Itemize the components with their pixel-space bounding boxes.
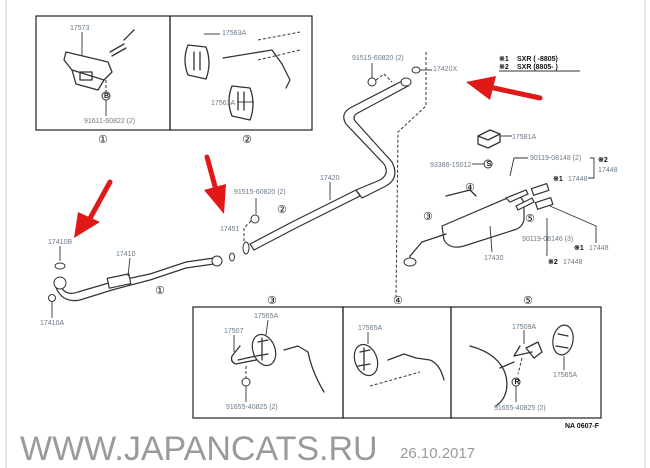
model-legend: ※1 SXR ( -8805) ※2 SXR (8805- ) [499,55,580,72]
watermark: WWW.JAPANCATS.RU [20,430,378,468]
part-label-17420: 17420 [320,175,340,182]
callout-3-box: ③ [267,294,277,307]
part-label-bolt: 91611-60822 (2) [84,118,135,125]
part-label-17581a: 17581A [512,134,536,141]
tail-s1-mark-top: ※1 [553,175,563,183]
front-pipe-assembly: 17410B 17410A 17410 17451 91515-60820 (2… [40,189,286,327]
red-arrow-gasket-rear [466,76,543,101]
legend-mark-1: ※1 [499,55,509,63]
callout-5-box: ⑤ [523,294,533,307]
part-label-17410a: 17410A [40,320,64,327]
part-label-17565a-box3: 17565A [254,313,278,320]
detail-box-5: R 17509A 17565A 91655-40825 (2) [450,306,602,419]
part-label-bolt-rear: 91515-60820 (2) [352,55,404,62]
callout-2: ② [277,203,287,216]
part-label-17509a: 17509A [512,324,536,331]
part-label-90119-08148: 90119-08148 (2) [530,155,581,162]
bolt-r-mark: R [515,379,520,386]
detail-box-3: 17507 17565A 91655-40825 (2) [192,306,344,419]
part-label-17410: 17410 [116,251,136,258]
detail-box-1: B 17573 91611-60822 (2) [35,15,171,131]
part-label-17565a-box5: 17565A [553,372,577,379]
part-label-17565a-box4: 17565A [358,325,382,332]
detail-box-2: 17563A 17563A [169,15,313,131]
part-label-91655-box5: 91655-40825 (2) [494,405,546,412]
part-label-90119-08146: 90119-08146 (3) [522,236,573,243]
callout-1-box: ① [98,133,108,146]
bolt-s-mark: S [487,161,492,168]
part-label-93386: 93386-15012 [430,162,471,169]
legend-text-2: SXR (8805- ) [517,64,558,71]
legend-mark-2: ※2 [499,63,509,71]
tail-s2-mark-bot: ※2 [548,258,558,266]
part-label-17507: 17507 [224,328,244,335]
part-label-17563a-bottom: 17563A [211,100,235,107]
part-label-17448-s2-top: 17448 [598,167,618,174]
callout-4: ④ [465,181,475,194]
callout-4-box: ④ [393,294,403,307]
tail-s2-mark-top: ※2 [598,156,608,164]
part-label-17410b: 17410B [48,239,72,246]
part-label-17448-s1-top: 17448 [568,176,588,183]
diagram-code: NA 0607-F [565,423,600,430]
detail-box-4: 17565A [342,306,452,419]
legend-text-1: SXR ( -8805) [517,56,558,63]
callout-1: ① [155,284,165,297]
center-pipe-assembly: 17420 91515-60820 (2) 17420X ② [242,52,457,301]
callout-2-box: ② [242,133,252,146]
part-label-bolt-front: 91515-60820 (2) [234,189,286,196]
part-label-17563a-top: 17563A [222,30,246,37]
callout-3: ③ [423,210,433,223]
bolt-b-mark: B [104,93,109,100]
part-label-17573: 17573 [70,25,90,32]
tail-s1-mark-bot: ※1 [574,244,584,252]
part-label-91655-box3: 91655-40825 (2) [226,404,278,411]
callout-5: ⑤ [525,212,535,225]
part-label-17448-s2-bot: 17448 [563,259,583,266]
part-label-17420x: 17420X [433,66,457,73]
muffler-assembly: 17581A 93386-15012 S 17430 90119-08148 (… [403,129,618,267]
red-arrow-gasket-manifold [74,179,113,238]
part-label-17430: 17430 [484,255,504,262]
part-label-17451: 17451 [220,226,240,233]
red-arrow-gasket-front [204,154,226,214]
part-label-17448-s1-bot: 17448 [589,245,609,252]
watermark-date: 26.10.2017 [400,445,475,462]
